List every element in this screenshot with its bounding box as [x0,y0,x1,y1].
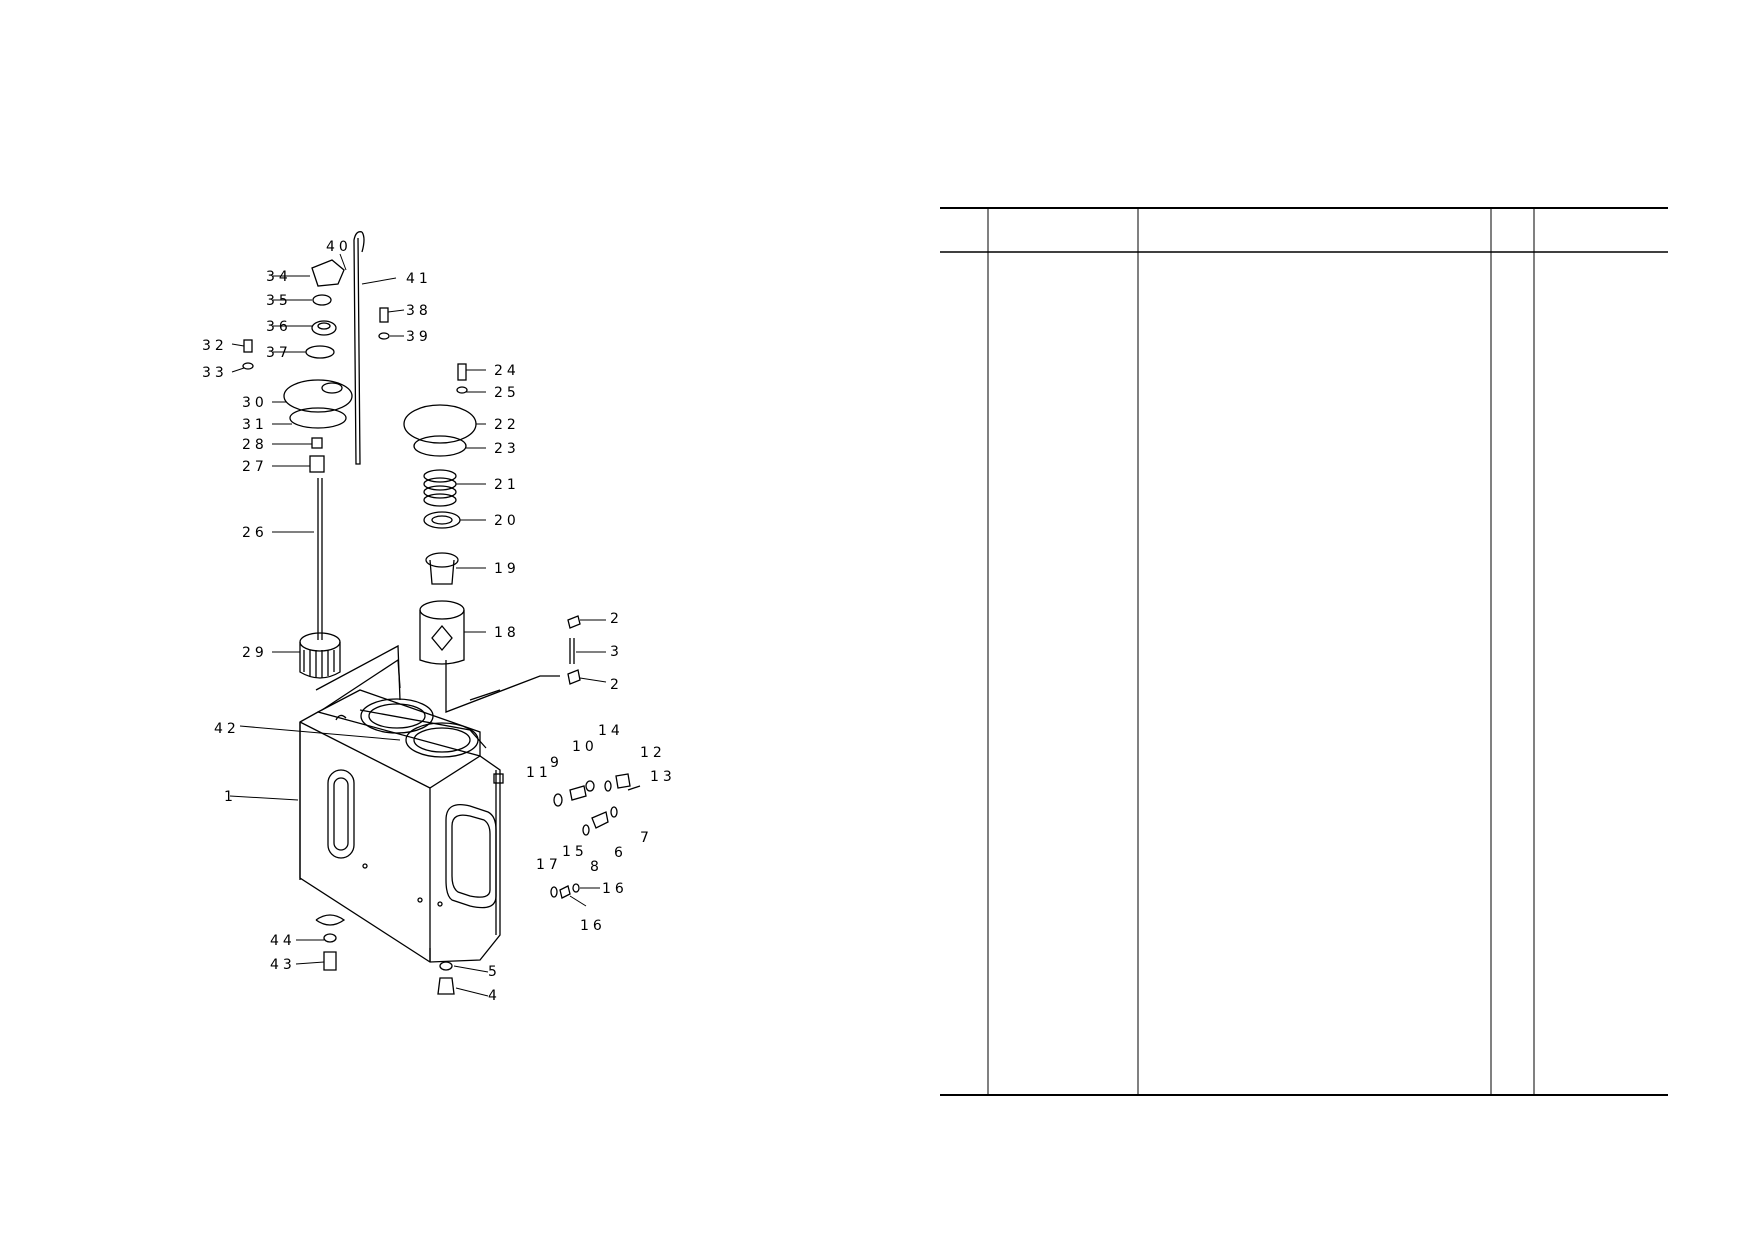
elbow-12 [615,773,631,789]
strainer-19 [425,552,459,585]
filter-port-rear [405,722,479,758]
parts-table-grid [940,207,1668,1096]
callout-2-lower: 2 [610,677,623,693]
elbow-2-lower [567,669,581,685]
callout-9: 9 [550,755,563,771]
washer-44 [323,933,337,943]
callout-23: 23 [494,441,520,457]
cover-plate-30 [283,379,353,413]
bolt-32 [243,339,253,353]
oring-7 [610,806,618,818]
tee-15 [559,885,571,899]
callout-13: 13 [650,769,676,785]
callout-34: 34 [266,269,292,285]
spring-21 [423,469,457,507]
callout-16-lower: 16 [580,918,606,934]
callout-17: 17 [536,857,562,873]
gasket-23 [413,435,467,457]
callout-30: 30 [242,395,268,411]
callout-10: 10 [572,739,598,755]
oring-14 [604,780,612,792]
cap-ring [312,294,332,306]
strainer-nut [311,320,337,336]
oring-16 [572,883,580,893]
callout-8: 8 [590,859,603,875]
bolt-38 [379,307,389,323]
callout-36: 36 [266,319,292,335]
oring-8 [582,824,590,836]
callout-24: 24 [494,363,520,379]
callout-28: 28 [242,437,268,453]
callout-37: 37 [266,345,292,361]
parts-list-table [940,206,1668,1098]
callout-32: 32 [202,338,228,354]
filter-port-front [360,698,434,734]
callout-39: 39 [406,329,432,345]
spring-28 [311,437,323,449]
callout-4: 4 [488,988,501,1004]
callout-27: 27 [242,459,268,475]
callout-38: 38 [406,303,432,319]
adapter-9 [569,785,587,801]
callout-29: 29 [242,645,268,661]
callout-20: 20 [494,513,520,529]
right-access-cover [445,803,497,909]
return-filter-29 [299,632,341,679]
oring-10 [585,780,595,792]
callout-19: 19 [494,561,520,577]
callout-12: 12 [640,745,666,761]
callout-3: 3 [610,644,623,660]
callout-7: 7 [640,830,653,846]
washer-39 [378,332,390,340]
hydraulic-tank-body [299,644,560,963]
callout-33: 33 [202,365,228,381]
oring-11 [553,793,563,807]
adapter-6 [591,811,609,829]
washer-33 [242,362,254,370]
pipe-3 [569,638,575,664]
callout-22: 22 [494,417,520,433]
plate-20 [423,511,461,529]
bolt-43 [323,951,337,971]
plug-13 [627,785,641,791]
gasket-31 [289,407,347,429]
callout-18: 18 [494,625,520,641]
callout-15: 15 [562,844,588,860]
filter-element-18 [419,600,465,665]
bracket-plate [315,914,346,926]
callout-41: 41 [406,271,432,287]
callout-2-upper: 2 [610,611,623,627]
callout-21: 21 [494,477,520,493]
callout-labels: 1 2 2 3 4 5 6 7 8 9 10 11 12 13 14 15 16… [202,239,676,1004]
breather-cap [311,259,345,287]
drain-plug-4 [437,977,455,995]
callout-6: 6 [614,845,627,861]
elbow-2-upper [567,615,581,629]
callout-1: 1 [224,789,237,805]
callout-35: 35 [266,293,292,309]
callout-42: 42 [214,721,240,737]
oring-5 [439,961,453,971]
left-sight-window [327,769,355,859]
washer-25 [456,386,468,394]
callout-40: 40 [326,239,352,255]
callout-16-right: 16 [602,881,628,897]
bolt-24 [457,363,467,381]
exploded-parts-diagram: 1 2 2 3 4 5 6 7 8 9 10 11 12 13 14 15 16… [202,231,676,1004]
cover-22 [403,404,477,444]
gasket-37 [305,345,335,359]
tank-assembly-drawing [229,231,641,997]
callout-5: 5 [488,964,501,980]
callout-31: 31 [242,417,268,433]
callout-44: 44 [270,933,296,949]
valve-27 [309,455,325,473]
oring-17 [550,886,558,898]
callout-43: 43 [270,957,296,973]
callout-11: 11 [526,765,552,781]
callout-25: 25 [494,385,520,401]
dipstick [353,231,363,465]
callout-26: 26 [242,525,268,541]
callout-14: 14 [598,723,624,739]
